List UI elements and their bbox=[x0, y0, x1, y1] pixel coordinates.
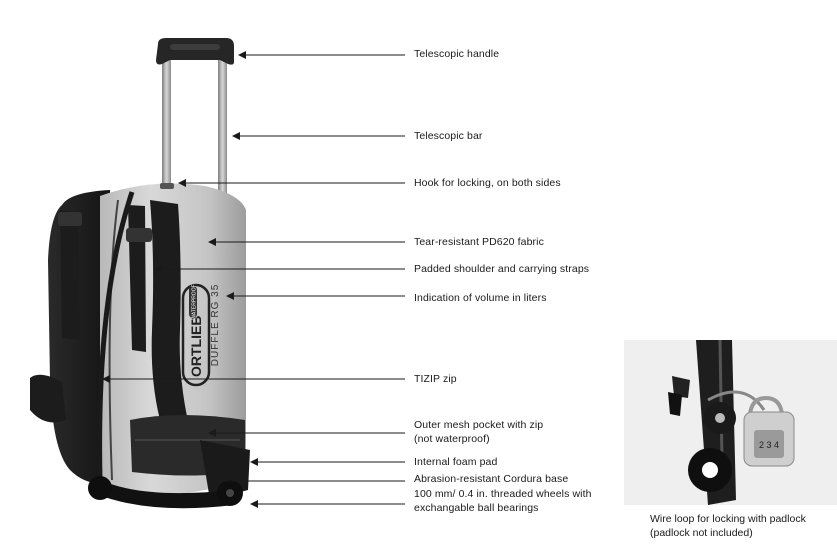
tizip-zip bbox=[97, 191, 135, 481]
telescopic-handle bbox=[156, 38, 234, 65]
inset-caption-line2: (padlock not included) bbox=[650, 527, 753, 539]
callout-telescopic-handle: Telescopic handle bbox=[414, 48, 500, 60]
waterproof-badge: WATERPROOF bbox=[189, 284, 198, 320]
svg-text:DUFFLE RG 35: DUFFLE RG 35 bbox=[210, 284, 221, 367]
callout-mesh-pocket-line2: (not waterproof) bbox=[414, 433, 490, 445]
callout-foam-pad: Internal foam pad bbox=[414, 456, 498, 468]
callout-wheels-line1: 100 mm/ 0.4 in. threaded wheels with bbox=[414, 488, 592, 500]
callout-straps: Padded shoulder and carrying straps bbox=[414, 263, 590, 275]
brand-text: ORTLIEB bbox=[188, 316, 204, 377]
shoulder-straps bbox=[30, 200, 190, 430]
locking-hook bbox=[160, 183, 174, 189]
callout-cordura-base: Abrasion-resistant Cordura base bbox=[414, 473, 569, 485]
callout-volume: Indication of volume in liters bbox=[414, 292, 547, 304]
padlock-inset-drawing: 2 3 4 bbox=[624, 340, 837, 505]
padlock-digits: 2 3 4 bbox=[759, 440, 779, 450]
callout-locking-hook: Hook for locking, on both sides bbox=[414, 177, 561, 189]
svg-text:WATERPROOF: WATERPROOF bbox=[192, 284, 198, 319]
telescopic-bar bbox=[162, 52, 227, 200]
brand-badge: ORTLIEB bbox=[181, 283, 211, 387]
leader-lines bbox=[102, 51, 405, 508]
wheel bbox=[88, 476, 243, 506]
inset-caption-line1: Wire loop for locking with padlock bbox=[650, 513, 806, 525]
callout-wheels: 100 mm/ 0.4 in. threaded wheels with exc… bbox=[414, 487, 592, 515]
callout-fabric: Tear-resistant PD620 fabric bbox=[414, 236, 544, 248]
callout-tizip-zip: TIZIP zip bbox=[414, 373, 457, 385]
callout-telescopic-bar: Telescopic bar bbox=[414, 130, 483, 142]
callout-mesh-pocket-line1: Outer mesh pocket with zip bbox=[414, 419, 544, 431]
padlock-inset-photo: 2 3 4 bbox=[624, 340, 837, 505]
volume-indication: DUFFLE RG 35 bbox=[210, 284, 221, 367]
callout-wheels-line2: exchangable ball bearings bbox=[414, 502, 539, 514]
callout-mesh-pocket: Outer mesh pocket with zip (not waterpro… bbox=[414, 418, 543, 446]
